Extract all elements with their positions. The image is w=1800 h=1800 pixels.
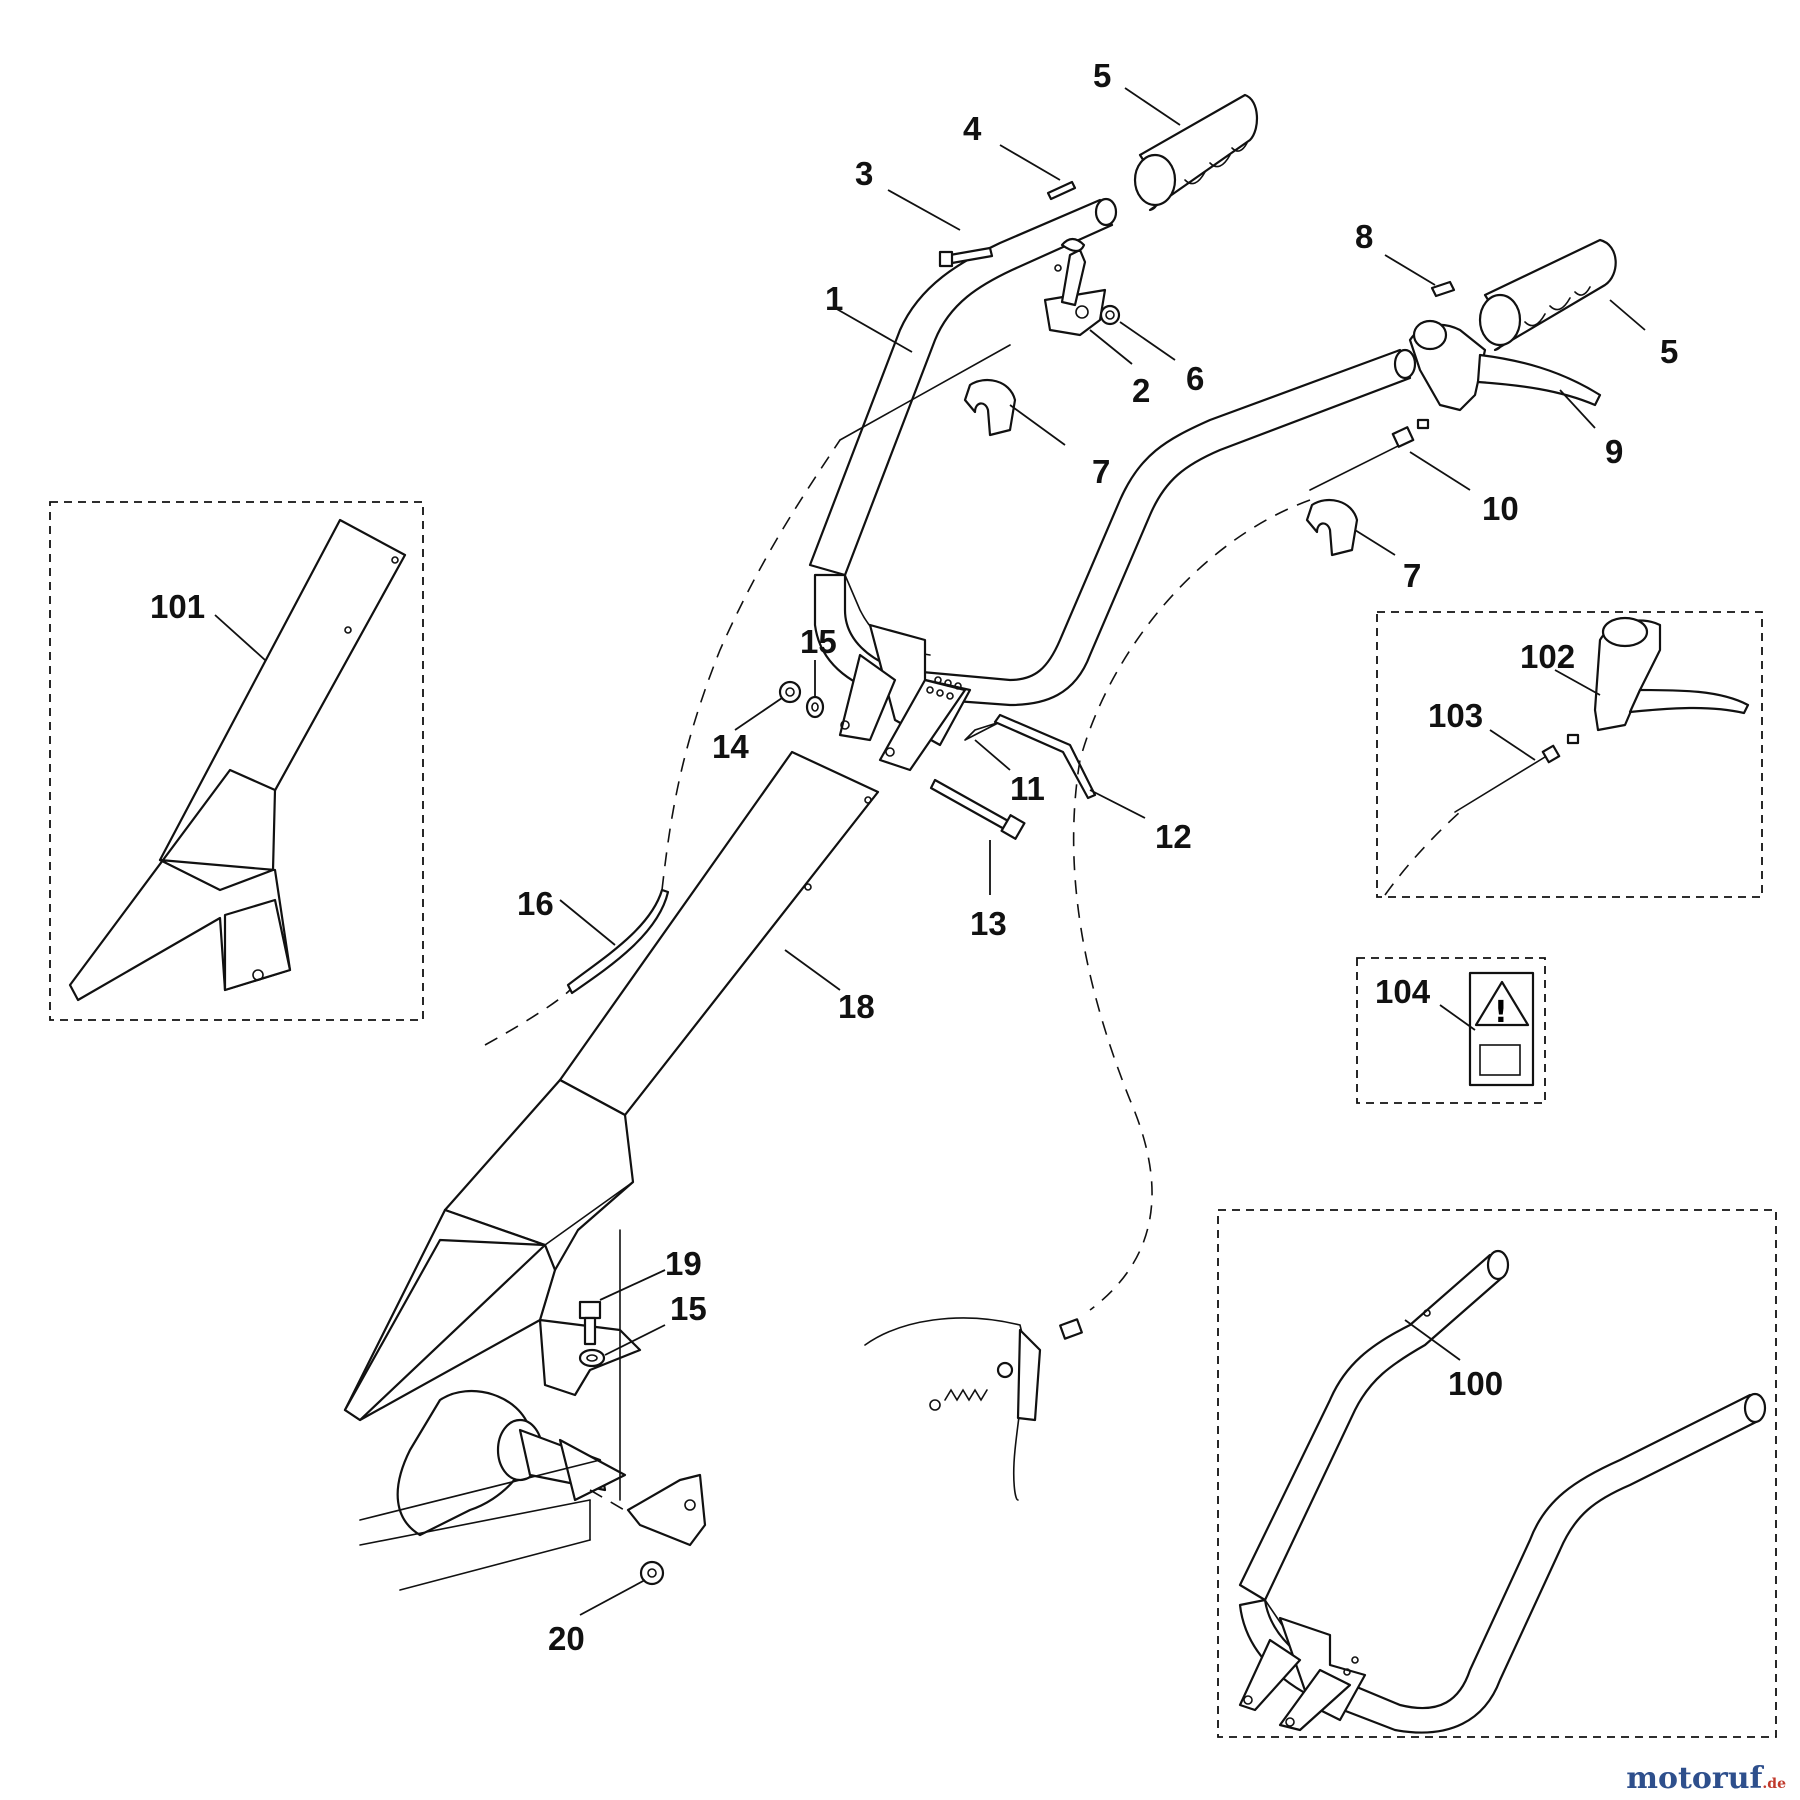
callout-7-upper: 7 bbox=[1092, 453, 1110, 490]
callout-1: 1 bbox=[825, 280, 843, 317]
callout-18: 18 bbox=[838, 988, 875, 1025]
callout-4: 4 bbox=[963, 110, 982, 147]
part-13-long-bolt bbox=[929, 778, 1026, 840]
callout-9: 9 bbox=[1605, 433, 1623, 470]
warning-triangle-icon bbox=[1474, 980, 1530, 1027]
callout-104: 104 bbox=[1375, 973, 1431, 1010]
callout-102: 102 bbox=[1520, 638, 1575, 675]
callout-20: 20 bbox=[548, 1620, 585, 1657]
part-1-handlebar bbox=[808, 197, 1417, 772]
watermark-tld: .de bbox=[1762, 1776, 1786, 1792]
callout-5-right: 5 bbox=[1660, 333, 1678, 370]
part-16-cable-sleeve bbox=[566, 888, 670, 995]
part-7-clip-lower bbox=[1305, 498, 1359, 557]
callout-101: 101 bbox=[150, 588, 205, 625]
cable-run-upper bbox=[661, 439, 841, 891]
part-14-nut bbox=[778, 680, 802, 704]
part-2-throttle-lever bbox=[1043, 237, 1107, 337]
part-6-nut bbox=[1099, 304, 1121, 326]
callout-100: 100 bbox=[1448, 1365, 1503, 1402]
callout-8: 8 bbox=[1355, 218, 1373, 255]
callout-11: 11 bbox=[1010, 770, 1045, 807]
part-3-bolt bbox=[938, 246, 994, 268]
callout-16: 16 bbox=[517, 885, 554, 922]
base-pulley-assembly bbox=[359, 1229, 707, 1591]
callout-103: 103 bbox=[1428, 697, 1483, 734]
part-9-brake-lever bbox=[1408, 319, 1602, 412]
warning-symbol: ! bbox=[1494, 995, 1508, 1030]
callout-12: 12 bbox=[1155, 818, 1192, 855]
callout-7-lower: 7 bbox=[1403, 557, 1421, 594]
part-18-lower-tube bbox=[343, 750, 880, 1422]
cable-run-left bbox=[484, 989, 571, 1046]
part-7-clip-upper bbox=[963, 378, 1017, 437]
callout-15-lower: 15 bbox=[670, 1290, 707, 1327]
part-8-key bbox=[1430, 280, 1456, 298]
inset-box-100 bbox=[1217, 1209, 1777, 1738]
part-11-pin bbox=[964, 721, 1001, 741]
part-4-key bbox=[1046, 180, 1077, 201]
callout-2: 2 bbox=[1132, 372, 1150, 409]
part-103-cable-alt bbox=[1384, 733, 1580, 896]
part-20-nut bbox=[639, 1560, 665, 1586]
part-12-rod bbox=[993, 713, 1097, 800]
part-104-warning-decal: ! bbox=[1468, 971, 1535, 1087]
part-5-grip-right bbox=[1478, 238, 1617, 352]
callout-3: 3 bbox=[855, 155, 873, 192]
motoruf-watermark: motoruf.de bbox=[1626, 1761, 1786, 1796]
part-19-bolt bbox=[578, 1300, 602, 1346]
cable-run-right bbox=[1072, 499, 1311, 1311]
part-101-bracket bbox=[68, 518, 407, 1002]
callout-5-left: 5 bbox=[1093, 57, 1111, 94]
inset-box-104 bbox=[1356, 957, 1546, 1104]
callout-6: 6 bbox=[1186, 360, 1204, 397]
leader-lines bbox=[214, 87, 1646, 1616]
watermark-brand: motoruf bbox=[1626, 1761, 1763, 1796]
part-15-washer-upper bbox=[805, 695, 825, 719]
part-100-handlebar-alt bbox=[1238, 1249, 1767, 1734]
inset-box-101 bbox=[49, 501, 424, 1021]
part-15-washer-lower bbox=[578, 1348, 606, 1368]
inset-box-102 bbox=[1376, 611, 1763, 898]
callout-15-upper: 15 bbox=[800, 623, 837, 660]
callout-numbers: 1 2 3 4 5 6 7 7 8 5 9 10 11 12 13 14 15 … bbox=[150, 57, 1678, 1657]
part-10-cable-end bbox=[1309, 418, 1430, 491]
callout-19: 19 bbox=[665, 1245, 702, 1282]
callout-13: 13 bbox=[970, 905, 1007, 942]
part-5-grip-left bbox=[1133, 93, 1258, 212]
spring-cable-end bbox=[864, 1317, 1083, 1501]
part-102-brake-lever-alt bbox=[1593, 616, 1750, 732]
callout-10: 10 bbox=[1482, 490, 1519, 527]
callout-14: 14 bbox=[712, 728, 749, 765]
